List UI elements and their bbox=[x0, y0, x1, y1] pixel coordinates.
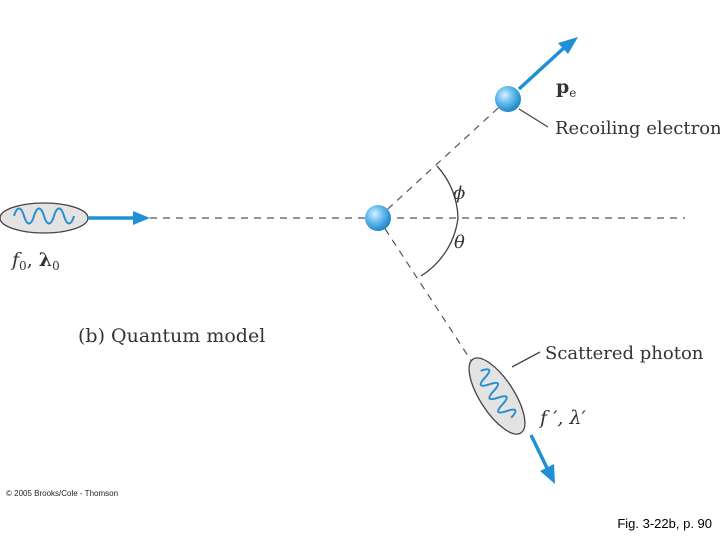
scattered-leader-line bbox=[511, 351, 541, 368]
electron-path-dashed-line bbox=[377, 98, 509, 219]
photon-path-dashed-line bbox=[377, 217, 473, 363]
recoil-leader-line bbox=[518, 108, 549, 128]
scattered-values-label: f ′, λ′ bbox=[538, 407, 587, 429]
theta-label: θ bbox=[454, 232, 465, 253]
photon-arrow-head bbox=[540, 464, 555, 484]
incident-wave bbox=[13, 207, 75, 225]
scattered-wave bbox=[479, 368, 517, 419]
copyright-text: © 2005 Brooks/Cole - Thomson bbox=[6, 489, 119, 498]
scattered-label: Scattered photon bbox=[545, 343, 704, 364]
target-electron bbox=[365, 205, 391, 231]
momentum-label: pe bbox=[556, 76, 576, 100]
incident-arrow-head bbox=[133, 211, 150, 225]
incident-freq-label: f0, λ0 bbox=[10, 249, 60, 273]
model-label: (b) Quantum model bbox=[78, 325, 265, 347]
phi-label: ϕ bbox=[453, 183, 465, 204]
recoil-label: Recoiling electron bbox=[555, 118, 720, 139]
recoiling-electron bbox=[495, 86, 521, 112]
figure-caption: Fig. 3-22b, p. 90 bbox=[617, 516, 712, 531]
electron-arrow-head bbox=[558, 37, 578, 54]
scattered-photon bbox=[468, 357, 526, 435]
photon-arrow-shaft bbox=[529, 434, 549, 469]
phi-angle-arc bbox=[436, 165, 459, 219]
electron-arrow-shaft bbox=[517, 44, 568, 91]
theta-angle-arc bbox=[420, 217, 459, 277]
